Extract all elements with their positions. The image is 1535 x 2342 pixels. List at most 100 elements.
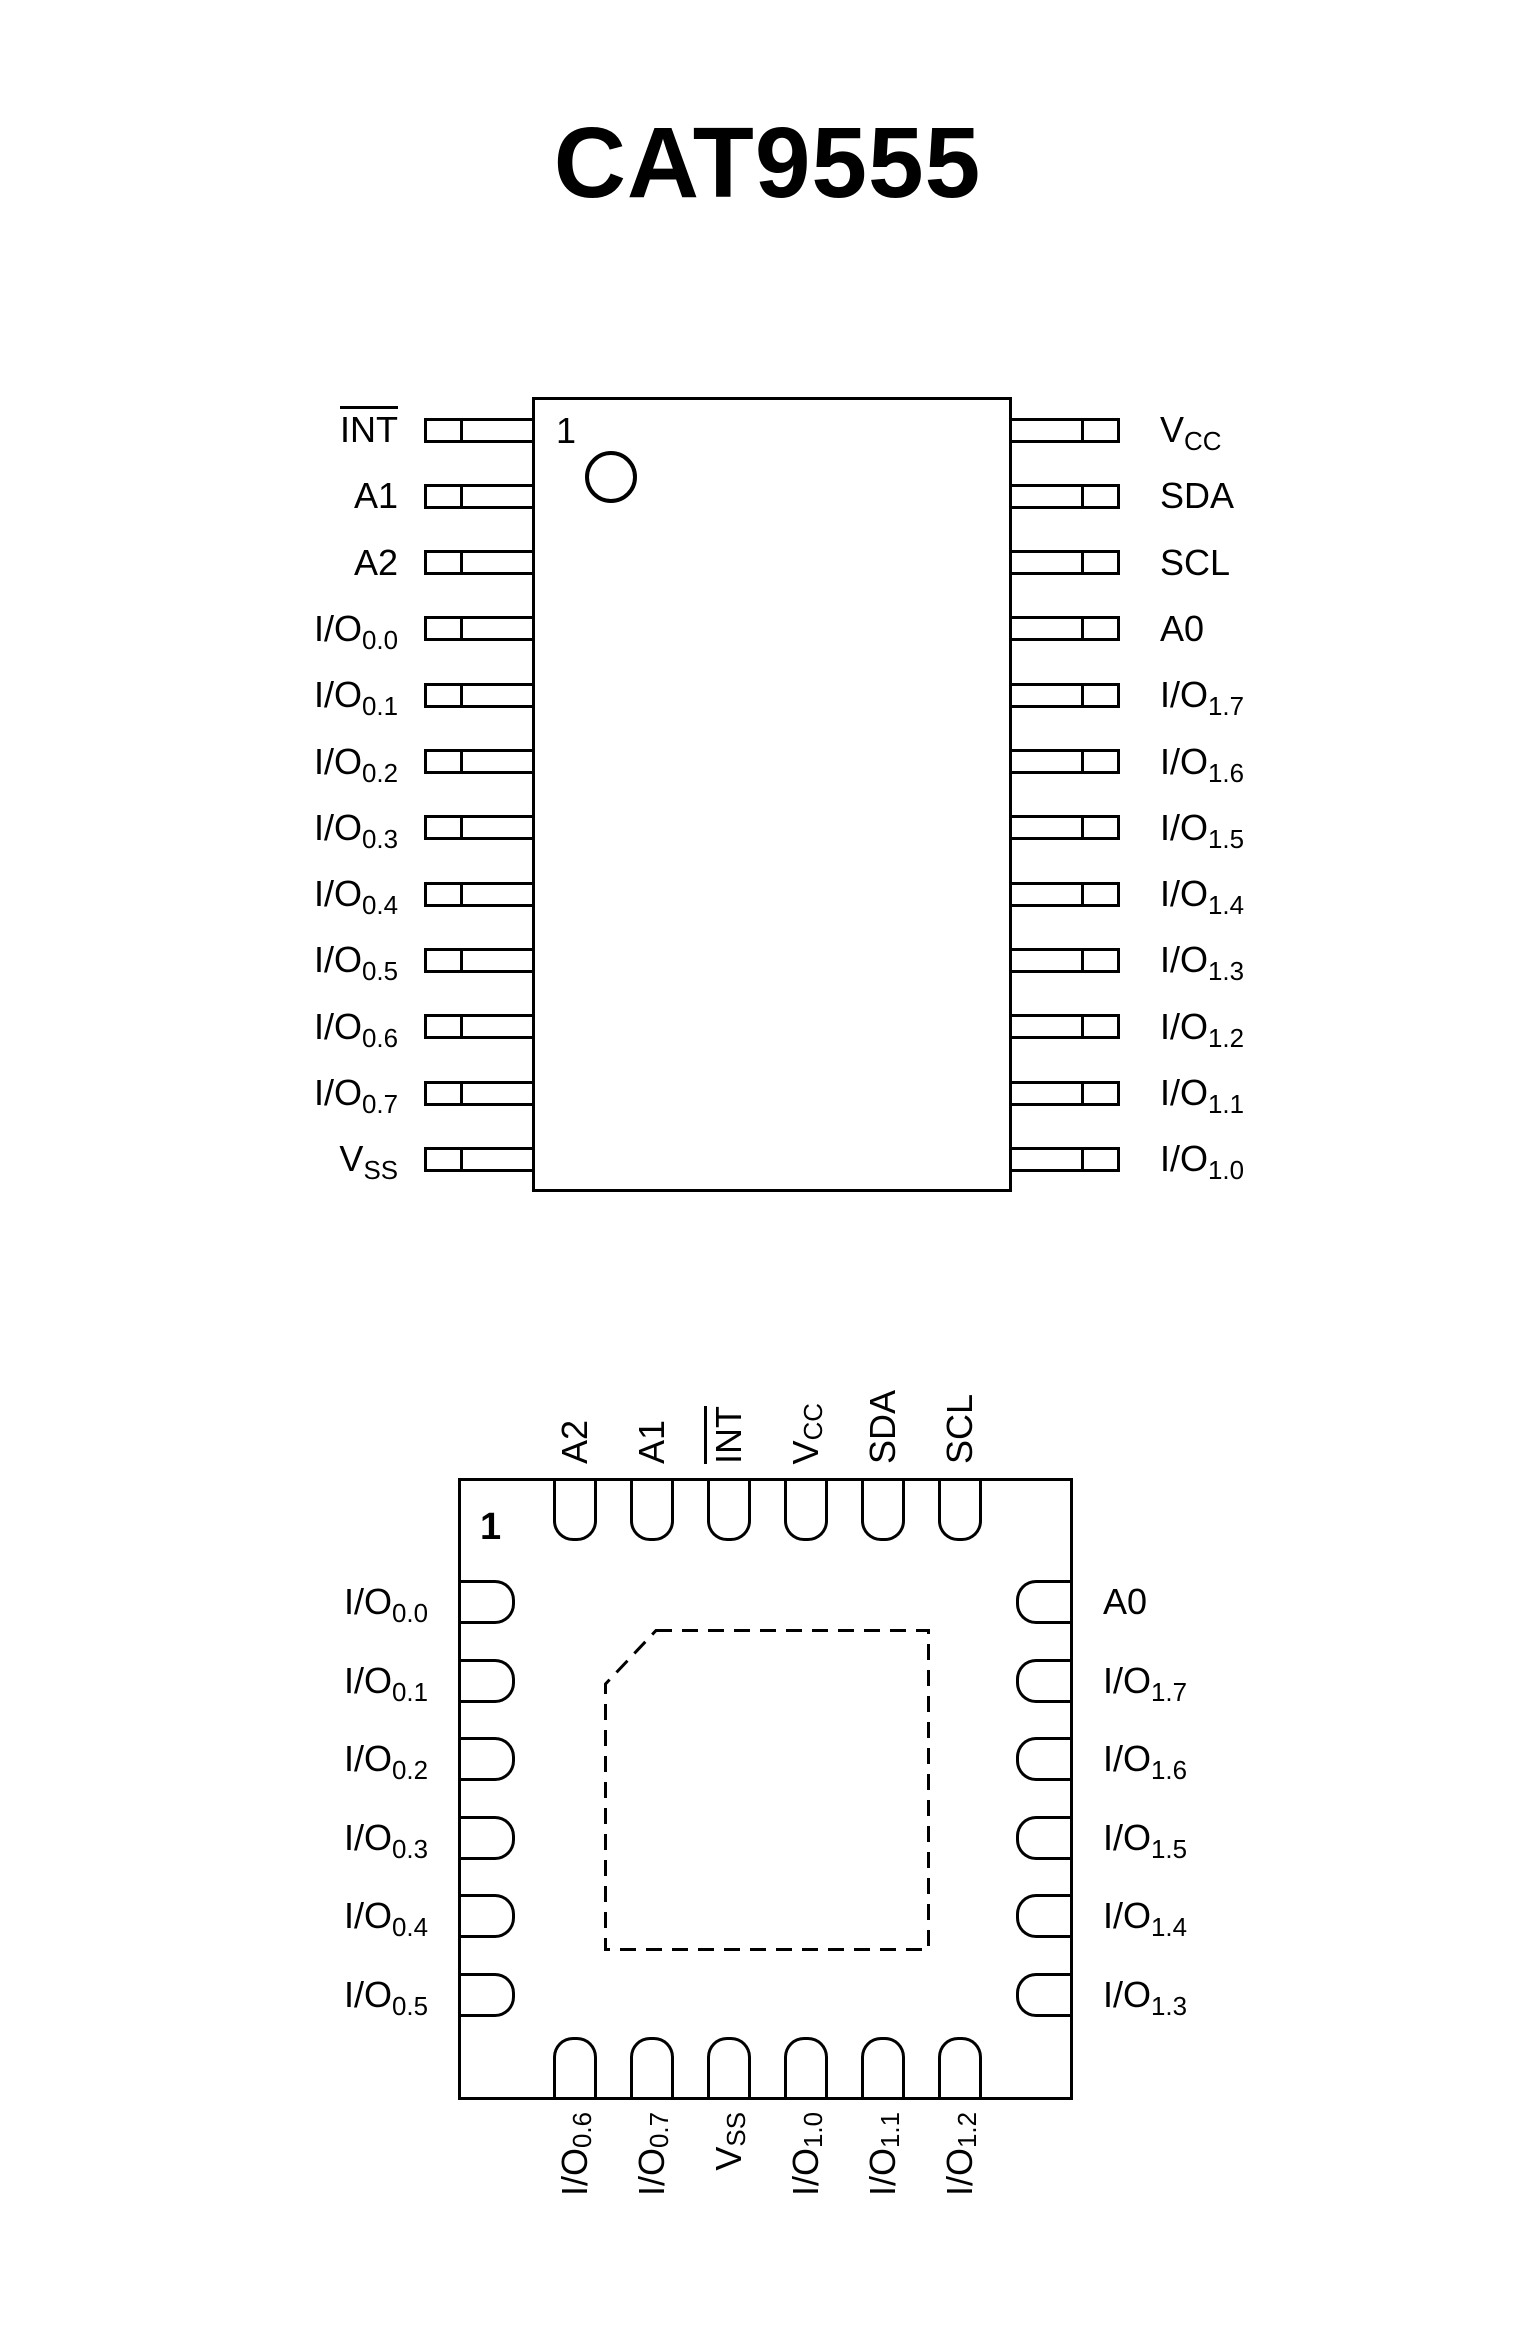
pin-label: I/O0.4 xyxy=(314,873,398,920)
soic-right-pin xyxy=(1009,815,1120,841)
label-subscript: 1.6 xyxy=(1208,759,1245,788)
label-text: I/O xyxy=(343,1895,392,1937)
qfn-right-pin xyxy=(1016,1894,1070,1939)
label-subscript: 0.3 xyxy=(391,1835,428,1864)
pin-label: I/O0.0 xyxy=(313,607,398,655)
label-text: I/O xyxy=(313,1005,362,1047)
pin-label: A1 xyxy=(354,475,398,517)
soic-right-pin xyxy=(1009,417,1120,443)
page-title: CAT9555 xyxy=(553,107,982,219)
pin-label: I/O0.2 xyxy=(313,740,398,788)
label-text: I/O xyxy=(1160,1005,1209,1047)
pin-label: I/O1.7 xyxy=(1103,1659,1187,1707)
label-text: I/O xyxy=(1103,1659,1152,1701)
label-subscript: 0.2 xyxy=(361,759,398,788)
soic-left-pin xyxy=(424,749,535,774)
label-text: A2 xyxy=(554,1419,595,1464)
label-subscript: 0.4 xyxy=(391,1914,428,1943)
qfn-top-pin xyxy=(630,1481,674,1541)
label-subscript: 0.6 xyxy=(569,2112,598,2149)
label-text: SDA xyxy=(862,1389,903,1464)
pin-label: SCL xyxy=(1160,542,1230,584)
soic-pin1-marker: 1 xyxy=(556,410,577,451)
pin-label: I/O0.5 xyxy=(314,939,398,986)
label-subscript: 1.0 xyxy=(800,2112,829,2149)
soic-right-pin xyxy=(1009,947,1120,973)
pin-label: I/O1.0 xyxy=(1160,1138,1244,1185)
label-subscript: 1.3 xyxy=(1151,1993,1188,2022)
pin-label: VCC xyxy=(1160,409,1221,456)
label-subscript: 0.0 xyxy=(391,1600,428,1629)
label-text: I/O xyxy=(343,1659,392,1701)
label-subscript: 1.6 xyxy=(1151,1757,1188,1786)
label-subscript: 1.3 xyxy=(1208,958,1245,987)
label-text: I/O xyxy=(785,2148,826,2197)
soic-right-pin xyxy=(1009,1080,1120,1106)
pin-label: I/O1.2 xyxy=(1160,1005,1244,1053)
pin-label: I/O1.3 xyxy=(1160,939,1244,986)
soic-left-pin xyxy=(424,947,535,973)
qfn-top-pin xyxy=(861,1481,905,1541)
soic-left-pin xyxy=(424,1080,535,1106)
label-text: I/O xyxy=(313,607,362,649)
soic-left-pin xyxy=(424,1014,535,1040)
pin-label: I/O1.5 xyxy=(1160,807,1244,854)
label-subscript: 0.5 xyxy=(361,958,398,987)
qfn-right-pin xyxy=(1016,1737,1070,1782)
pin-label: I/O1.3 xyxy=(1103,1974,1187,2021)
qfn-top-pin xyxy=(784,1481,828,1541)
label-text: A1 xyxy=(353,475,398,517)
soic-right-pin xyxy=(1009,881,1120,907)
qfn-bottom-pin xyxy=(630,2037,674,2097)
pin-label: SCL xyxy=(939,1393,980,1464)
label-subscript: CC xyxy=(800,1402,829,1440)
label-text: V xyxy=(708,2146,749,2171)
qfn-right-pin xyxy=(1016,1580,1070,1624)
soic-right-pin xyxy=(1009,682,1120,708)
label-subscript: 1.7 xyxy=(1208,693,1245,722)
pin-label: I/O0.6 xyxy=(313,1005,398,1053)
pin-label: INT xyxy=(708,1406,749,1464)
label-text: SCL xyxy=(939,1393,980,1464)
pin-label: I/O0.7 xyxy=(631,2112,680,2196)
qfn-bottom-pin xyxy=(707,2037,751,2097)
label-text: I/O xyxy=(313,740,362,782)
qfn-left-pin xyxy=(461,1973,515,2017)
pin-label: I/O1.1 xyxy=(862,2112,911,2196)
qfn-bottom-pin xyxy=(784,2037,828,2097)
label-text: V xyxy=(1160,409,1185,450)
pin-label: I/O1.2 xyxy=(939,2112,988,2196)
qfn-left-pin xyxy=(461,1737,515,1782)
label-text: A2 xyxy=(353,541,398,583)
label-subscript: 0.4 xyxy=(361,892,398,921)
pin-label: I/O0.3 xyxy=(313,806,398,854)
pin-label: I/O1.4 xyxy=(1103,1895,1187,1942)
pin-label: I/O0.1 xyxy=(343,1659,428,1707)
label-text: A0 xyxy=(1103,1581,1148,1622)
label-text: I/O xyxy=(1160,939,1209,981)
soic-right-pin xyxy=(1009,1146,1120,1172)
label-text: I/O xyxy=(1160,873,1209,915)
label-subscript: SS xyxy=(363,1157,398,1186)
soic-left-pin xyxy=(424,417,535,443)
label-text: I/O xyxy=(343,1816,392,1858)
label-text: I/O xyxy=(1160,674,1209,716)
label-subscript: 1.7 xyxy=(1151,1678,1188,1707)
label-text: I/O xyxy=(1103,1974,1152,2015)
label-subscript: 0.6 xyxy=(361,1024,398,1053)
pin-label: SDA xyxy=(1160,475,1234,517)
qfn-bottom-pin xyxy=(861,2037,905,2097)
label-subscript: 1.1 xyxy=(1208,1091,1245,1120)
label-subscript: 1.2 xyxy=(1208,1024,1245,1053)
soic-right-pin xyxy=(1009,1014,1120,1040)
qfn-right-pin xyxy=(1016,1815,1070,1860)
pin-label: I/O0.3 xyxy=(343,1816,428,1864)
pin-label: I/O1.7 xyxy=(1160,674,1244,721)
label-subscript: 1.1 xyxy=(877,2112,906,2149)
qfn-bottom-pin xyxy=(553,2037,597,2097)
label-text: V xyxy=(339,1138,364,1180)
soic-right-pin xyxy=(1009,550,1120,576)
label-text: I/O xyxy=(313,806,362,848)
soic-left-pin xyxy=(424,682,535,708)
label-subscript: 1.5 xyxy=(1208,825,1245,854)
